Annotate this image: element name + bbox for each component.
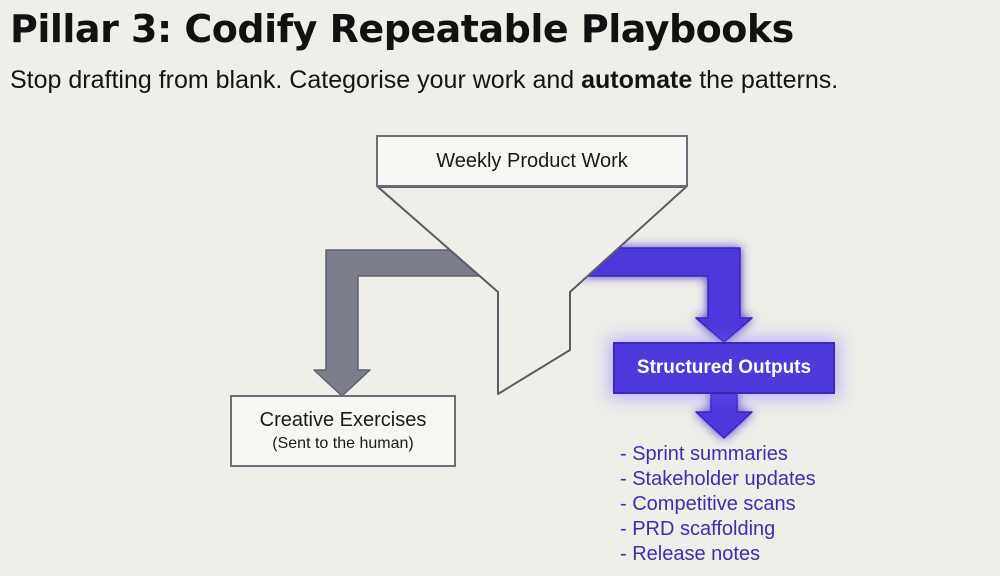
subtitle-suffix: the patterns. [692,66,839,94]
list-item: - PRD scaffolding [620,518,776,540]
subtitle-prefix: Stop drafting from blank. Categorise you… [10,66,582,94]
creative-exercises-sublabel: (Sent to the human) [272,435,414,452]
structured-outputs-box: Structured Outputs [613,342,835,394]
funnel-shape [377,186,687,395]
outputs-down-arrow [695,393,753,439]
page-subtitle: Stop drafting from blank. Categorise you… [10,64,838,96]
subtitle-emphasis: automate [581,66,693,94]
structured-outputs-label: Structured Outputs [636,357,812,378]
weekly-product-work-label: Weekly Product Work [436,149,628,172]
list-item: - Competitive scans [620,493,796,515]
right-branch-arrow [581,247,753,343]
creative-exercises-label: Creative Exercises [259,409,427,431]
page-title: Pillar 3: Codify Repeatable Playbooks [10,7,794,51]
left-branch-arrow [313,249,487,397]
structured-outputs-list: - Sprint summaries - Stakeholder updates… [620,442,816,567]
weekly-product-work-box: Weekly Product Work [376,135,688,187]
list-item: - Sprint summaries [620,443,788,465]
list-item: - Stakeholder updates [620,468,816,490]
list-item: - Release notes [620,543,761,565]
creative-exercises-box: Creative Exercises (Sent to the human) [230,395,456,467]
